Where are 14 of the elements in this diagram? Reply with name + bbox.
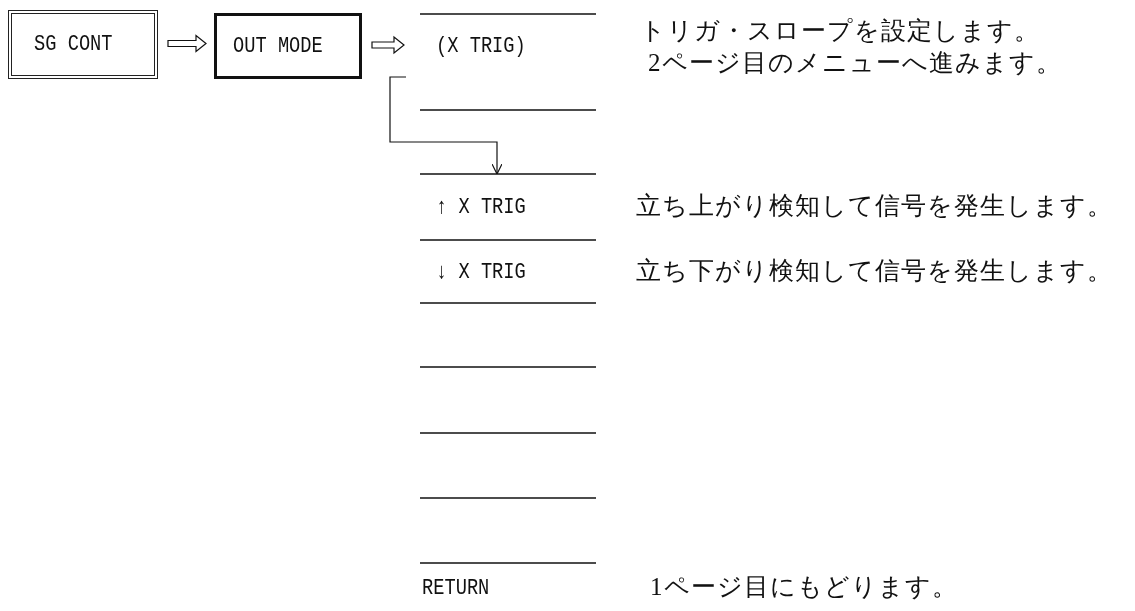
description-text: 立ち下がり検知して信号を発生します。 (636, 256, 1113, 286)
menu-item: (X TRIG) (406, 16, 596, 76)
menu-key: OUT MODE (214, 13, 362, 79)
arrow (389, 76, 503, 175)
arrow (167, 34, 207, 53)
description-text: 1ページ目にもどります。 (650, 572, 958, 602)
menu-item: ↑ X TRIG (420, 178, 596, 236)
menu-item: ↓ X TRIG (420, 244, 596, 300)
menu-item: RETURN (420, 568, 596, 608)
description-text: トリガ・スロープを設定します。 (640, 16, 1040, 46)
description-text: 立ち上がり検知して信号を発生します。 (636, 191, 1113, 221)
arrow (371, 35, 405, 55)
menu-key: SG CONT (8, 10, 158, 79)
description-text: 2ページ目のメニューへ進みます。 (648, 48, 1062, 78)
